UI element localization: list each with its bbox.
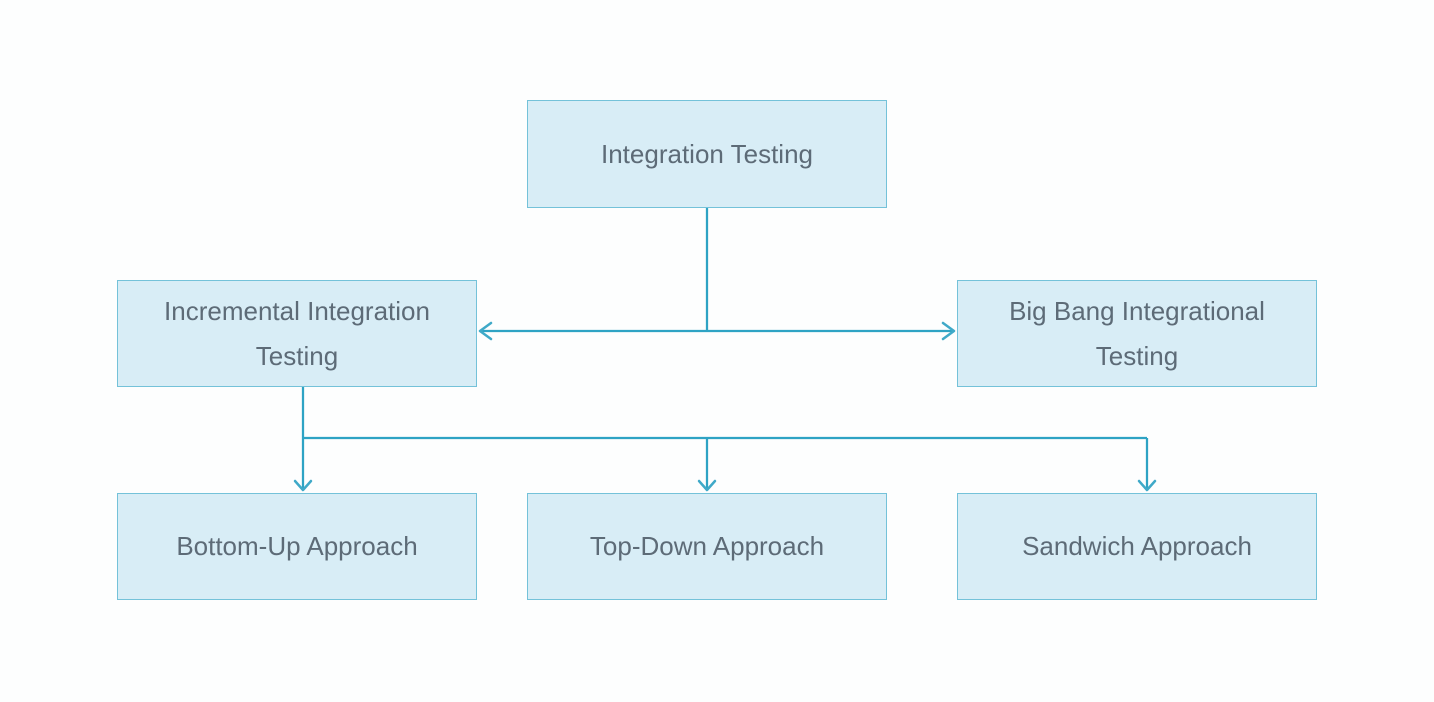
edge-incremental-branch [293,387,1157,492]
node-top-down-approach: Top-Down Approach [527,493,887,600]
node-big-bang-integrational-testing: Big Bang Integrational Testing [957,280,1317,387]
node-label: Sandwich Approach [1022,531,1252,561]
node-label: Integration Testing [601,138,813,169]
node-label: Big Bang Integrational Testing [1009,295,1265,371]
node-bottom-up-approach: Bottom-Up Approach [117,493,477,600]
arrowhead-down-bottomup-icon [293,479,313,492]
node-label: Top-Down Approach [589,531,825,561]
node-sandwich-approach: Sandwich Approach [957,493,1317,600]
arrowhead-right-icon [941,321,956,341]
edge-root-to-incremental-and-bigbang [478,321,956,341]
arrowhead-left-icon [478,321,493,341]
arrowhead-down-topdown-icon [697,479,717,492]
node-integration-testing: Integration Testing [527,100,887,208]
arrowhead-down-sandwich-icon [1137,479,1157,492]
node-incremental-integration-testing: Incremental Integration Testing [117,280,477,387]
node-label: Bottom-Up Approach [176,531,418,561]
node-label: Incremental Integration Testing [164,295,430,371]
